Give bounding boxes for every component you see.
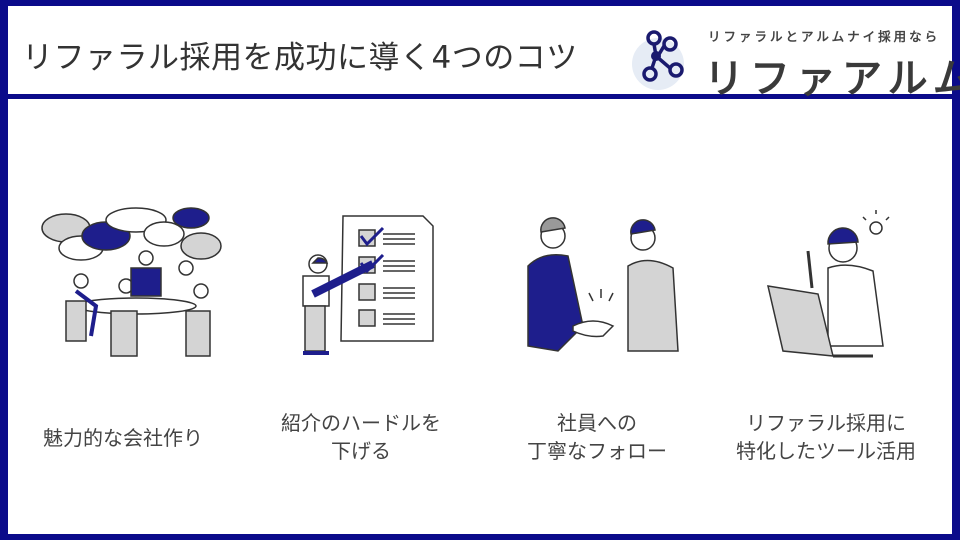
header: リファラル採用を成功に導く4つのコツ リファラルとアルムナイ採用なら リファアル… xyxy=(8,6,960,102)
tip-caption-4: リファラル採用に 特化したツール活用 xyxy=(711,409,941,465)
tip-caption-3: 社員への 丁寧なフォロー xyxy=(482,409,712,465)
tip-4-line2: 特化したツール活用 xyxy=(736,439,916,463)
logo-tagline: リファラルとアルムナイ採用なら xyxy=(708,29,941,44)
tip-2-line1: 紹介のハードルを xyxy=(281,411,441,435)
tip-3-line2: 丁寧なフォロー xyxy=(527,439,667,463)
laptop-idea-illustration xyxy=(767,210,890,358)
meeting-discussion-illustration xyxy=(41,207,222,357)
tip-2-line2: 下げる xyxy=(331,439,391,463)
tip-1-line1: 魅力的な会社作り xyxy=(43,426,203,450)
tip-3-line1: 社員への xyxy=(557,411,637,435)
tip-4-line1: リファラル採用に xyxy=(746,411,906,435)
tip-caption-2: 紹介のハードルを 下げる xyxy=(246,409,476,465)
checklist-illustration xyxy=(302,215,434,355)
handshake-illustration xyxy=(527,217,679,352)
logo-name: リファアルム xyxy=(704,56,960,102)
logo-icon xyxy=(632,30,684,90)
tip-caption-1: 魅力的な会社作り xyxy=(8,424,238,452)
page-title: リファラル採用を成功に導く4つのコツ xyxy=(22,40,578,76)
